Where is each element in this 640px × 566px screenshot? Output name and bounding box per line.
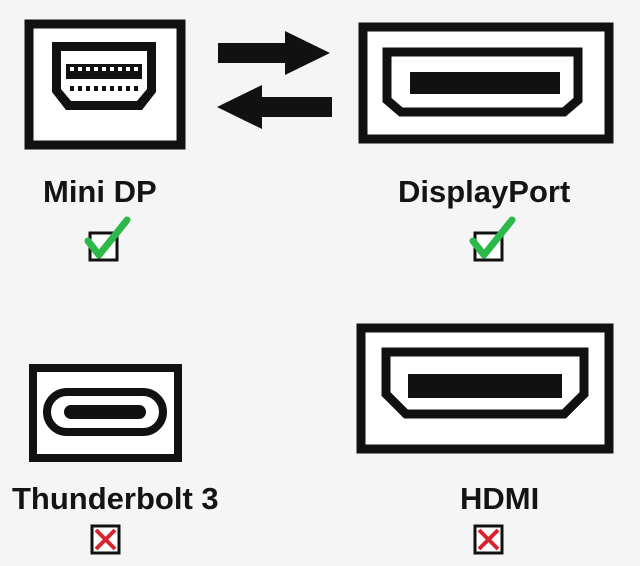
mini-dp-port-icon xyxy=(24,19,186,150)
cross-checkbox-icon xyxy=(90,524,121,555)
thunderbolt-3-label: Thunderbolt 3 xyxy=(12,481,219,516)
thunderbolt-3-port-icon xyxy=(29,364,182,462)
cross-checkbox-icon xyxy=(473,524,504,555)
checkmark-checkbox-icon xyxy=(84,216,131,262)
displayport-label: DisplayPort xyxy=(398,174,571,209)
checkmark-checkbox-icon xyxy=(469,216,516,262)
displayport-port-icon xyxy=(358,22,614,144)
hdmi-port-icon xyxy=(356,323,614,454)
bidirectional-arrows-icon xyxy=(217,31,332,129)
hdmi-label: HDMI xyxy=(460,481,540,516)
mini-dp-label: Mini DP xyxy=(43,174,157,209)
